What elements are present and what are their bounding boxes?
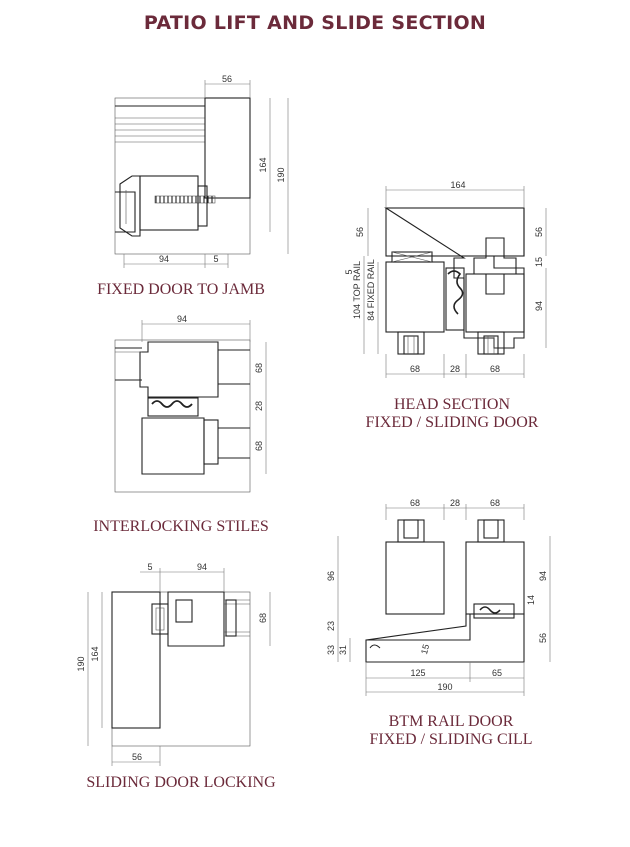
dim-68-b: 68: [490, 498, 500, 508]
dim-15-right: 15: [534, 257, 544, 267]
dim-28: 28: [254, 401, 264, 411]
dim-28: 28: [450, 498, 460, 508]
detail-btm-rail: 68 28 68 96 23 33 31 94 14 56 15 125 65 …: [326, 498, 551, 696]
detail-head-section: 164 56 5 104 TOP RAIL 84 FIXED RAIL 56 1…: [344, 180, 547, 378]
dim-33: 33: [326, 645, 336, 655]
dim-125: 125: [410, 668, 425, 678]
dim-top-rail: 104 TOP RAIL: [352, 261, 362, 319]
dim-190: 190: [276, 167, 286, 182]
dim-56-right: 56: [538, 633, 548, 643]
caption-head-section-1: HEAD SECTION: [394, 396, 510, 413]
dim-5: 5: [213, 254, 218, 264]
dim-96: 96: [326, 571, 336, 581]
dim-190: 190: [437, 682, 452, 692]
dim-94: 94: [177, 314, 187, 324]
dim-68: 68: [258, 613, 268, 623]
detail-interlocking-stiles: 94 68 28 68: [114, 314, 267, 493]
dim-56: 56: [222, 74, 232, 84]
dim-164: 164: [258, 157, 268, 172]
dim-5: 5: [147, 562, 152, 572]
dim-56: 56: [132, 752, 142, 762]
caption-btm-rail-2: FIXED / SLIDING CILL: [369, 731, 532, 748]
dim-68-b: 68: [490, 364, 500, 374]
dim-68-b: 68: [254, 441, 264, 451]
dim-5-left: 5: [344, 269, 354, 274]
caption-btm-rail-1: BTM RAIL DOOR: [389, 713, 514, 730]
dim-164: 164: [90, 646, 100, 661]
page-title: PATIO LIFT AND SLIDE SECTION: [143, 12, 487, 34]
detail-sliding-door-locking: 5 94 190 164 68 56: [76, 562, 271, 766]
dim-68-a: 68: [410, 498, 420, 508]
dim-65: 65: [492, 668, 502, 678]
dim-94: 94: [197, 562, 207, 572]
dim-94-right: 94: [538, 571, 548, 581]
dim-190: 190: [76, 656, 86, 671]
dim-fixed-rail: 84 FIXED RAIL: [366, 259, 376, 321]
dim-28: 28: [450, 364, 460, 374]
caption-head-section-2: FIXED / SLIDING DOOR: [366, 414, 539, 431]
dim-56-left: 56: [355, 227, 365, 237]
dim-slope-15: 15: [419, 643, 431, 655]
dim-23: 23: [326, 621, 336, 631]
dim-56-right: 56: [534, 227, 544, 237]
dim-68-a: 68: [410, 364, 420, 374]
dim-94: 94: [159, 254, 169, 264]
caption-interlocking-stiles: INTERLOCKING STILES: [93, 518, 269, 535]
dim-31: 31: [338, 645, 348, 655]
dim-164: 164: [450, 180, 465, 190]
detail-fixed-door-to-jamb: 56 164 190 94 5: [114, 74, 289, 268]
caption-sliding-door-locking: SLIDING DOOR LOCKING: [86, 774, 276, 791]
dim-68-a: 68: [254, 363, 264, 373]
dim-14: 14: [526, 595, 536, 605]
dim-94-right: 94: [534, 301, 544, 311]
caption-fixed-door-to-jamb: FIXED DOOR TO JAMB: [97, 281, 265, 298]
